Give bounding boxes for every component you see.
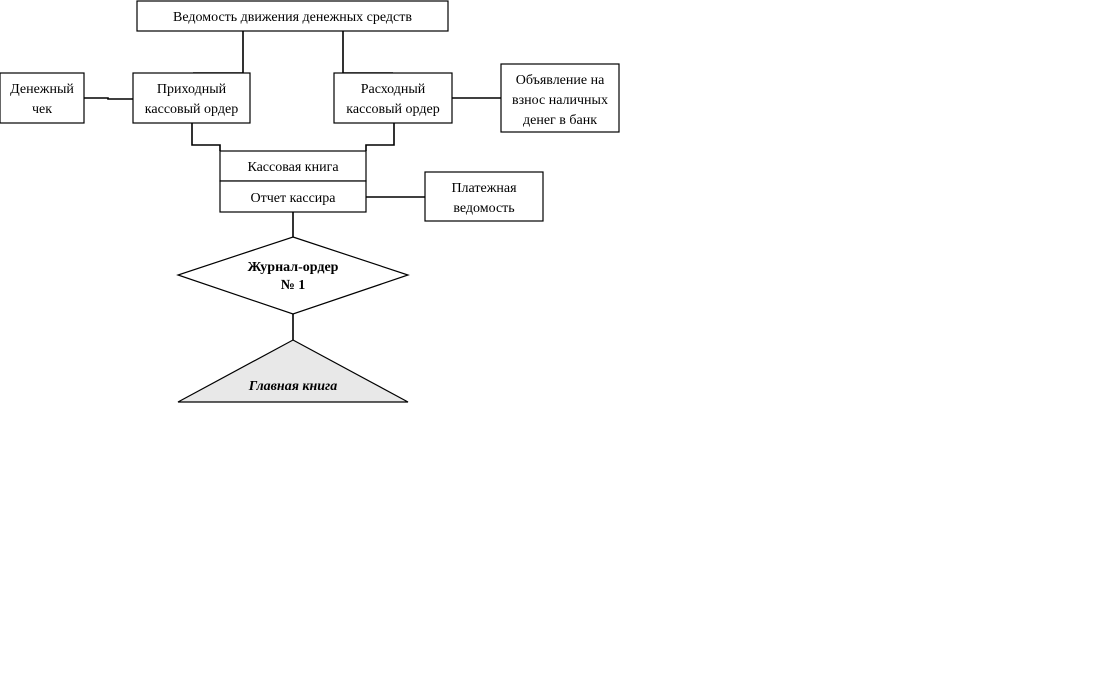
connector-outgoing-cashbook	[365, 123, 395, 151]
cash-flow-statement-label: Ведомость движения денежных средств	[173, 10, 412, 25]
incoming-order-label-line-1: Приходный	[157, 82, 227, 97]
cashier-report-label: Отчет кассира	[250, 191, 336, 206]
connector-check-incoming	[84, 97, 133, 100]
node-journal-order: Журнал-ордер № 1	[176, 236, 410, 315]
connector-statement-incoming	[193, 31, 244, 74]
node-cash-flow-statement: Ведомость движения денежных средств	[136, 0, 449, 32]
deposit-notice-label-line-3: денег в банк	[523, 113, 597, 128]
cash-check-label-line-2: чек	[32, 102, 52, 117]
deposit-notice-label-line-2: взнос наличных	[512, 93, 608, 108]
node-incoming-cash-order: Приходный кассовый ордер	[132, 72, 251, 124]
node-deposit-notice: Объявление на взнос наличных денег в бан…	[500, 63, 620, 133]
node-general-ledger: Главная книга	[177, 339, 409, 403]
outgoing-order-label-line-1: Расходный	[361, 82, 426, 97]
payroll-label-line-1: Платежная	[451, 181, 517, 196]
journal-order-label-line-1: Журнал-ордер	[248, 260, 339, 275]
outgoing-order-label-line-2: кассовый ордер	[346, 102, 439, 117]
incoming-order-label-line-2: кассовый ордер	[145, 102, 238, 117]
node-cash-book: Кассовая книга	[219, 150, 367, 182]
connector-statement-outgoing	[342, 31, 393, 74]
general-ledger-label: Главная книга	[248, 379, 337, 394]
journal-order-label-line-2: № 1	[281, 278, 306, 293]
payroll-label-line-2: ведомость	[453, 201, 514, 216]
cash-check-label-line-1: Денежный	[10, 82, 74, 97]
node-cashier-report: Отчет кассира	[219, 180, 367, 213]
deposit-notice-label-line-1: Объявление на	[516, 73, 605, 88]
connector-incoming-cashbook	[191, 123, 221, 151]
cash-book-label: Кассовая книга	[247, 160, 339, 175]
node-payroll-statement: Платежная ведомость	[424, 171, 544, 222]
node-outgoing-cash-order: Расходный кассовый ордер	[333, 72, 453, 124]
node-cash-check: Денежный чек	[0, 72, 85, 124]
